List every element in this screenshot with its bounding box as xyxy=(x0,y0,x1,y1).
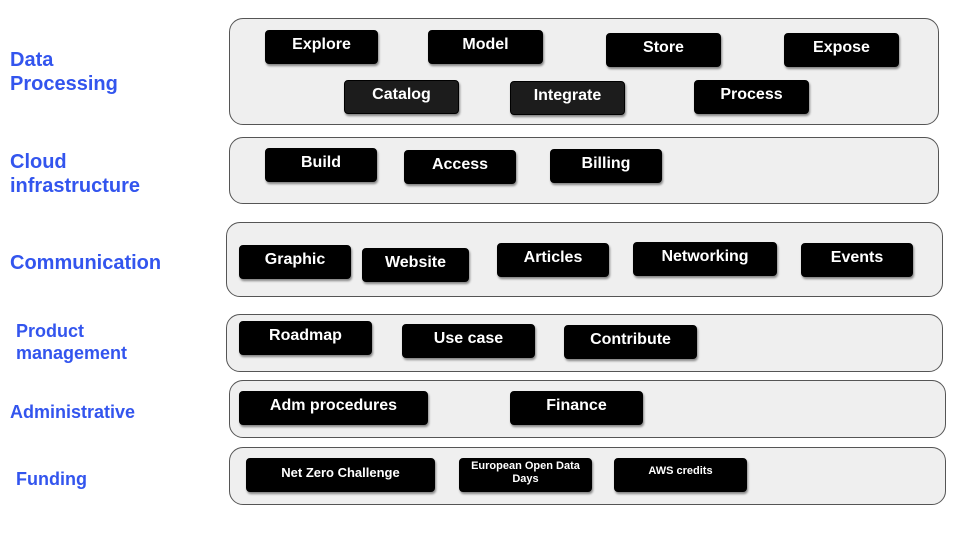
box-graphic: Graphic xyxy=(239,245,351,279)
box-events: Events xyxy=(801,243,913,277)
row-label-line: Communication xyxy=(10,252,162,274)
row-label-line: Cloud xyxy=(10,151,67,173)
box-expose: Expose xyxy=(784,33,899,67)
box-networking: Networking xyxy=(633,242,777,276)
box-access: Access xyxy=(404,150,516,184)
box-net-zero-challenge: Net Zero Challenge xyxy=(246,458,435,492)
row-label-line: management xyxy=(16,342,128,363)
box-catalog: Catalog xyxy=(344,80,459,114)
box-build: Build xyxy=(265,148,377,182)
row-label-product-management: Product management xyxy=(16,321,127,364)
box-integrate: Integrate xyxy=(510,81,625,115)
box-aws-credits: AWS credits xyxy=(614,458,747,492)
row-label-data-processing: Data Processing xyxy=(10,48,118,96)
row-label-line: Administrative xyxy=(10,402,136,422)
row-label-line: Processing xyxy=(10,73,118,95)
box-website: Website xyxy=(362,248,469,282)
row-label-line: Product xyxy=(16,321,85,341)
row-label-line: Data xyxy=(10,49,54,71)
box-store: Store xyxy=(606,33,721,67)
box-process: Process xyxy=(694,80,809,114)
box-roadmap: Roadmap xyxy=(239,321,372,355)
row-label-communication: Communication xyxy=(10,251,161,275)
box-explore: Explore xyxy=(265,30,378,64)
box-billing: Billing xyxy=(550,149,662,183)
box-european-open-data-days: European Open Data Days xyxy=(459,458,592,492)
box-articles: Articles xyxy=(497,243,609,277)
box-finance: Finance xyxy=(510,391,643,425)
box-contribute: Contribute xyxy=(564,325,697,359)
box-adm-procedures: Adm procedures xyxy=(239,391,428,425)
row-label-funding: Funding xyxy=(16,469,87,491)
row-label-administrative: Administrative xyxy=(10,402,135,424)
box-model: Model xyxy=(428,30,543,64)
box-use-case: Use case xyxy=(402,324,535,358)
row-label-line: Funding xyxy=(16,469,87,489)
row-label-line: infrastructure xyxy=(10,175,141,197)
row-label-cloud-infrastructure: Cloud infrastructure xyxy=(10,150,140,198)
